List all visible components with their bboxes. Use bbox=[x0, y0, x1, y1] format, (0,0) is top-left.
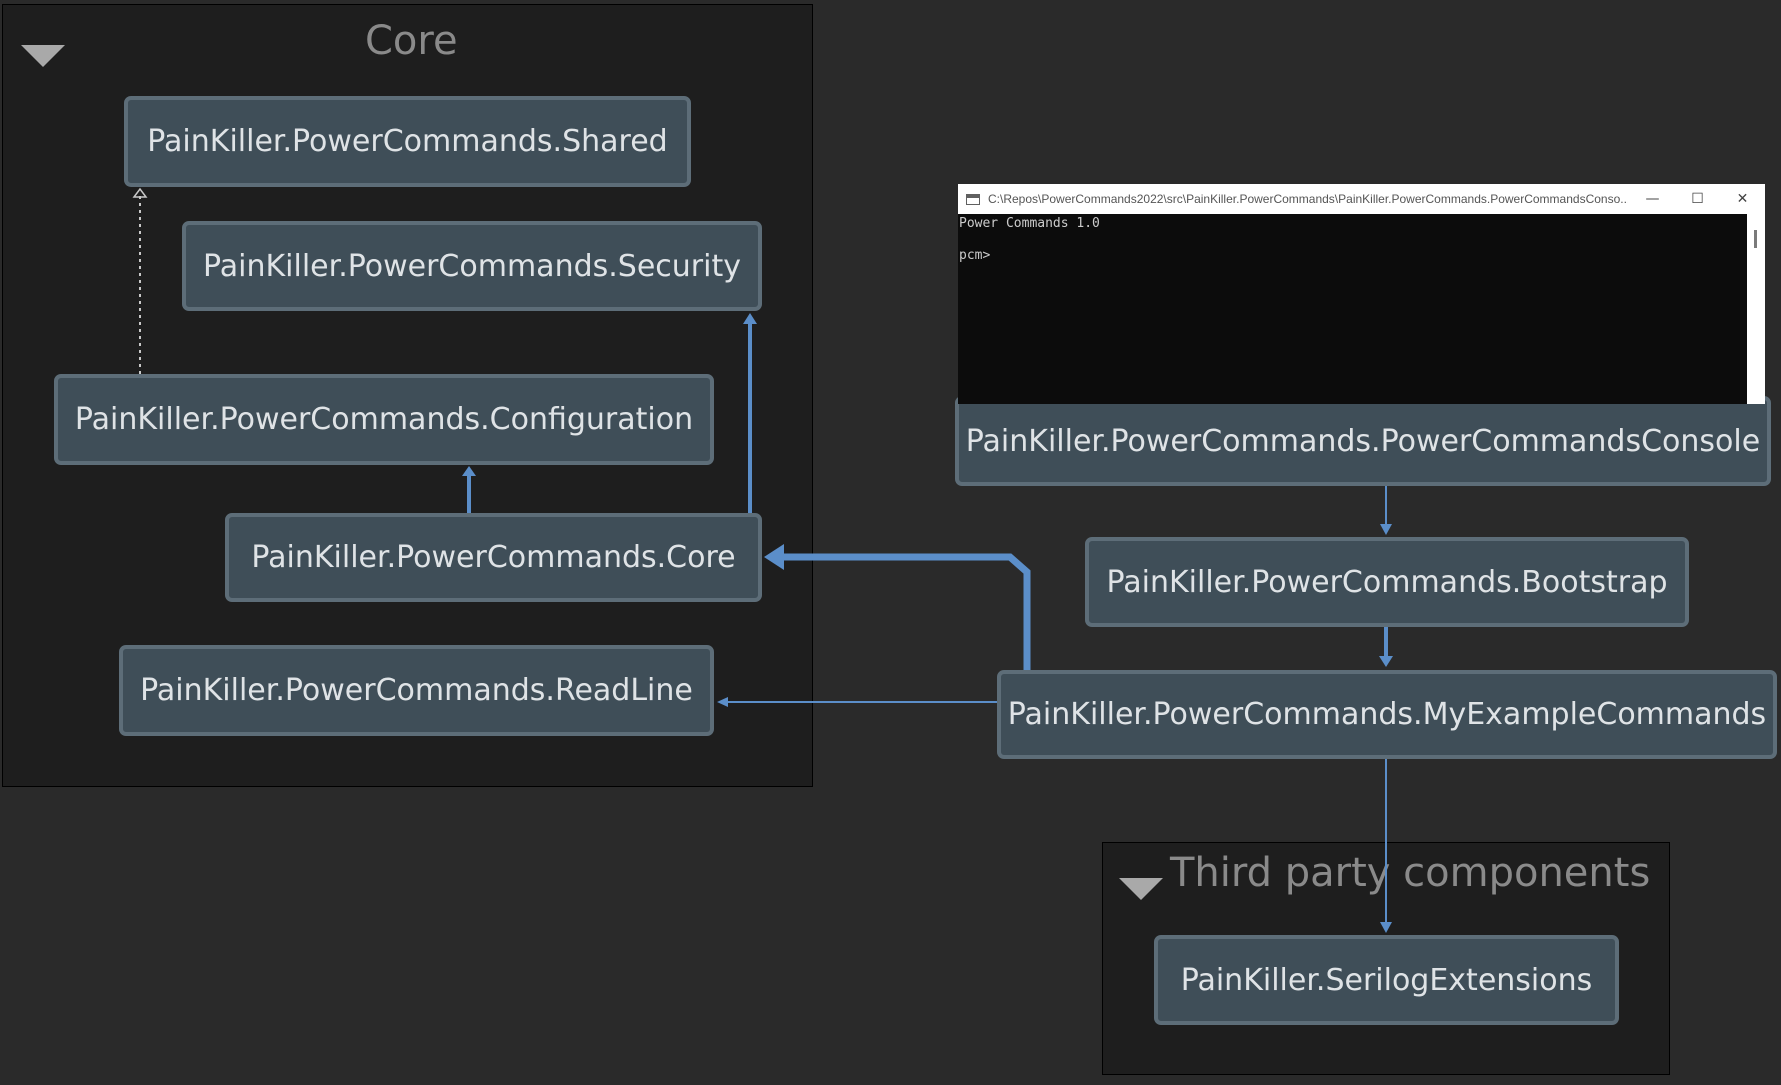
console-banner-line: Power Commands 1.0 bbox=[959, 216, 1100, 231]
close-icon[interactable]: ✕ bbox=[1736, 191, 1749, 207]
node-my-example-commands[interactable]: PainKiller.PowerCommands.MyExampleComman… bbox=[997, 670, 1777, 759]
maximize-icon[interactable]: ☐ bbox=[1691, 191, 1704, 207]
console-titlebar[interactable]: C:\Repos\PowerCommands2022\src\PainKille… bbox=[958, 184, 1765, 214]
console-app-icon bbox=[966, 193, 980, 205]
node-bootstrap[interactable]: PainKiller.PowerCommands.Bootstrap bbox=[1085, 537, 1689, 627]
console-output[interactable]: Power Commands 1.0 pcm> bbox=[958, 214, 1765, 404]
node-core[interactable]: PainKiller.PowerCommands.Core bbox=[225, 513, 762, 602]
minimize-icon[interactable]: — bbox=[1645, 191, 1660, 207]
edge-arrowhead bbox=[1380, 524, 1392, 535]
console-scroll-thumb[interactable] bbox=[1754, 230, 1757, 248]
edge-examples-core bbox=[782, 553, 1031, 670]
node-serilog-extensions[interactable]: PainKiller.SerilogExtensions bbox=[1154, 935, 1619, 1025]
collapse-triangle-icon[interactable] bbox=[1119, 878, 1163, 900]
node-powercommands-console[interactable]: PainKiller.PowerCommands.PowerCommandsCo… bbox=[955, 396, 1771, 486]
third-party-group-title: Third party components bbox=[1170, 850, 1651, 896]
node-readline[interactable]: PainKiller.PowerCommands.ReadLine bbox=[119, 645, 714, 736]
core-group-title: Core bbox=[365, 18, 458, 64]
console-blank-line bbox=[958, 232, 1765, 248]
console-window[interactable]: C:\Repos\PowerCommands2022\src\PainKille… bbox=[958, 184, 1765, 404]
console-window-title: C:\Repos\PowerCommands2022\src\PainKille… bbox=[988, 192, 1628, 206]
collapse-triangle-icon[interactable] bbox=[21, 45, 65, 67]
console-scrollbar[interactable] bbox=[1747, 214, 1765, 404]
node-shared[interactable]: PainKiller.PowerCommands.Shared bbox=[124, 96, 691, 187]
node-security[interactable]: PainKiller.PowerCommands.Security bbox=[182, 221, 762, 311]
window-controls: — ☐ ✕ bbox=[1630, 184, 1765, 214]
edge-arrowhead bbox=[1379, 656, 1393, 667]
node-configuration[interactable]: PainKiller.PowerCommands.Configuration bbox=[54, 374, 714, 465]
console-prompt: pcm> bbox=[959, 248, 991, 263]
